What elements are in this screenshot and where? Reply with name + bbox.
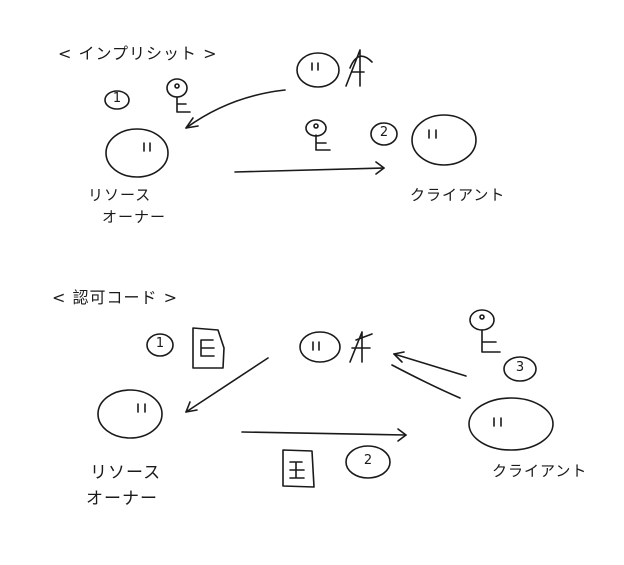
auth-server-building-icon-2 <box>349 331 373 363</box>
client-label: クライアント <box>410 186 506 204</box>
step-2-label: 2 <box>379 125 389 140</box>
step-1-label-2: 1 <box>155 336 165 351</box>
arrow-auth-to-client <box>391 364 461 399</box>
resource-owner-label-line2: オーナー <box>102 208 167 226</box>
arrow-auth-to-owner <box>185 89 286 129</box>
client-face-2 <box>468 397 554 451</box>
auth-server-face <box>296 52 340 88</box>
step-3-circle <box>503 356 537 382</box>
resource-owner-face <box>105 128 169 178</box>
auth-server-face-2 <box>299 331 341 363</box>
arrow-owner-to-client <box>234 161 385 175</box>
step-2-circle <box>370 122 398 146</box>
step-3-label: 3 <box>515 360 525 375</box>
key-icon <box>166 78 191 113</box>
resource-owner-face-2 <box>97 389 163 439</box>
resource-owner-label-line1: リソース <box>88 186 152 204</box>
authcode-heading: < 認可コード > <box>52 288 178 307</box>
step-2-circle-2 <box>345 445 391 479</box>
step-1-label: 1 <box>112 91 122 106</box>
document-icon-2 <box>282 449 315 488</box>
arrow-auth-to-owner-2 <box>185 357 269 413</box>
step-1-circle-2 <box>146 333 174 357</box>
auth-server-building-icon <box>345 49 373 87</box>
implicit-section <box>104 49 477 178</box>
document-icon <box>192 327 225 369</box>
resource-owner-label-line1-2: リソース <box>90 463 162 483</box>
client-label-2: クライアント <box>492 462 588 480</box>
authcode-section <box>97 309 554 488</box>
client-face <box>411 114 477 166</box>
arrow-client-to-auth <box>393 351 467 377</box>
key-icon-3 <box>469 309 501 353</box>
step-2-label-2: 2 <box>363 453 373 468</box>
step-1-circle <box>104 90 130 110</box>
resource-owner-label-line2-2: オーナー <box>86 489 158 509</box>
arrow-owner-to-client-2 <box>241 428 407 442</box>
implicit-heading: < インプリシット > <box>58 44 218 63</box>
key-icon-2 <box>305 119 331 151</box>
